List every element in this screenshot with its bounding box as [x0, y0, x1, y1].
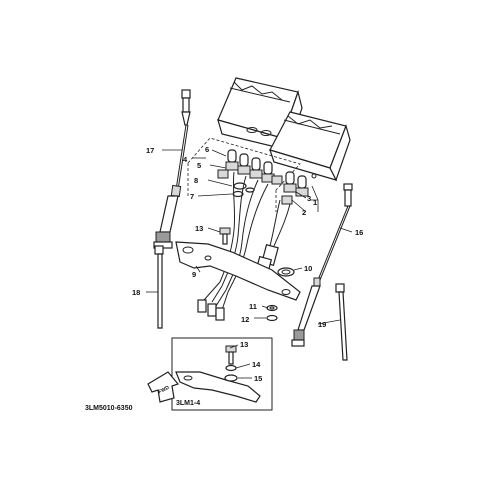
label-19: 19	[318, 320, 326, 329]
label-13-inset: 13	[240, 340, 248, 349]
label-13: 13	[195, 224, 203, 233]
inset-code: 3LM1-4	[176, 400, 200, 407]
fwd-arrow-icon	[147, 371, 180, 403]
grommet-10	[277, 267, 295, 277]
bolt-13	[219, 227, 231, 245]
label-5: 5	[197, 161, 201, 170]
label-14: 14	[252, 360, 261, 369]
cable-17	[153, 89, 191, 249]
label-10: 10	[304, 264, 312, 273]
meter-housing-right	[269, 111, 351, 182]
label-3: 3	[307, 194, 311, 203]
bracket-plate	[175, 241, 301, 301]
inset-box	[171, 337, 273, 411]
label-15: 15	[254, 374, 262, 383]
cable-tie-18	[154, 245, 164, 329]
bulb-bracket	[187, 137, 301, 212]
label-12: 12	[241, 315, 249, 324]
washers	[266, 304, 278, 322]
label-18: 18	[132, 288, 140, 297]
drawing-code: 3LM5010-6350	[85, 405, 133, 412]
small-nuts	[232, 182, 255, 198]
cable-16	[291, 183, 353, 347]
fwd-arrow-text: FWD	[158, 385, 171, 396]
leader-lines	[146, 149, 353, 379]
cable-tie-19	[335, 283, 348, 361]
label-6: 6	[205, 145, 209, 154]
label-11: 11	[249, 302, 257, 311]
label-7: 7	[190, 192, 194, 201]
label-8: 8	[194, 176, 198, 185]
label-9: 9	[192, 270, 196, 279]
wire-harness	[197, 171, 291, 321]
label-4: 4	[183, 155, 188, 164]
label-17: 17	[146, 146, 154, 155]
label-1: 1	[313, 198, 317, 207]
label-16: 16	[355, 228, 363, 237]
meter-housing-left	[217, 77, 303, 152]
bulb-sockets	[217, 149, 309, 205]
label-2: 2	[302, 208, 306, 217]
